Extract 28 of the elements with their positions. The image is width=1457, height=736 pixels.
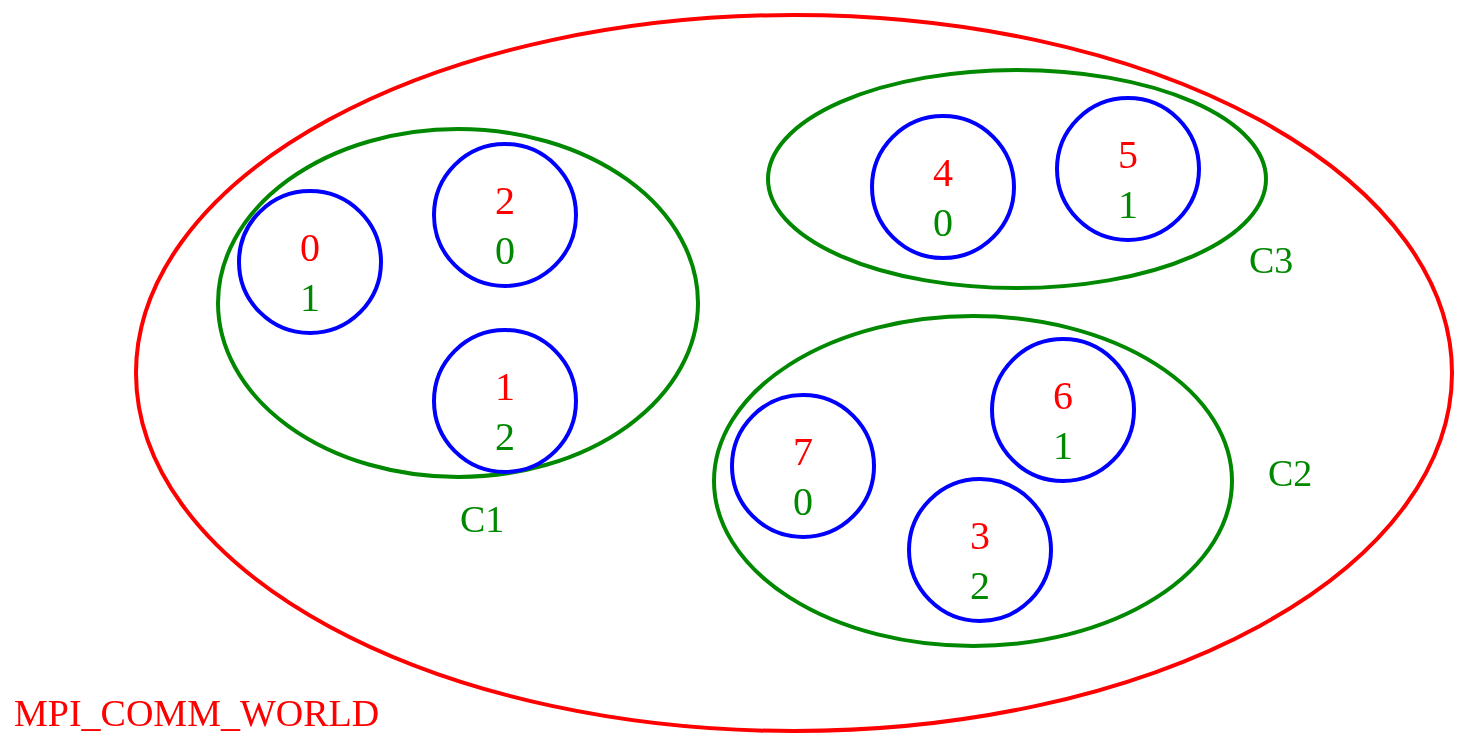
rank-label: 4 [933, 153, 953, 193]
rank-label: 5 [1118, 135, 1138, 175]
sub-rank-label: 0 [933, 203, 953, 243]
process-circle [432, 328, 578, 474]
sub-rank-label: 2 [495, 417, 515, 457]
process-circle [730, 393, 876, 539]
rank-label: 1 [495, 367, 515, 407]
sub-rank-label: 0 [793, 482, 813, 522]
sub-rank-label: 0 [495, 231, 515, 271]
sub-rank-label: 1 [300, 278, 320, 318]
process-circle [432, 142, 578, 288]
process-circle [990, 337, 1136, 483]
process-circle [1055, 96, 1201, 242]
group-label: C2 [1268, 454, 1313, 492]
sub-rank-label: 2 [970, 566, 990, 606]
group-label: C1 [460, 500, 505, 538]
communicator-label: MPI_COMM_WORLD [14, 694, 380, 732]
rank-label: 7 [793, 432, 813, 472]
sub-rank-label: 1 [1053, 426, 1073, 466]
rank-label: 6 [1053, 376, 1073, 416]
rank-label: 2 [495, 181, 515, 221]
process-circle [870, 114, 1016, 260]
process-circle [237, 189, 383, 335]
process-circle [907, 477, 1053, 623]
rank-label: 0 [300, 228, 320, 268]
group-label: C3 [1249, 241, 1294, 279]
rank-label: 3 [970, 516, 990, 556]
sub-rank-label: 1 [1118, 185, 1138, 225]
